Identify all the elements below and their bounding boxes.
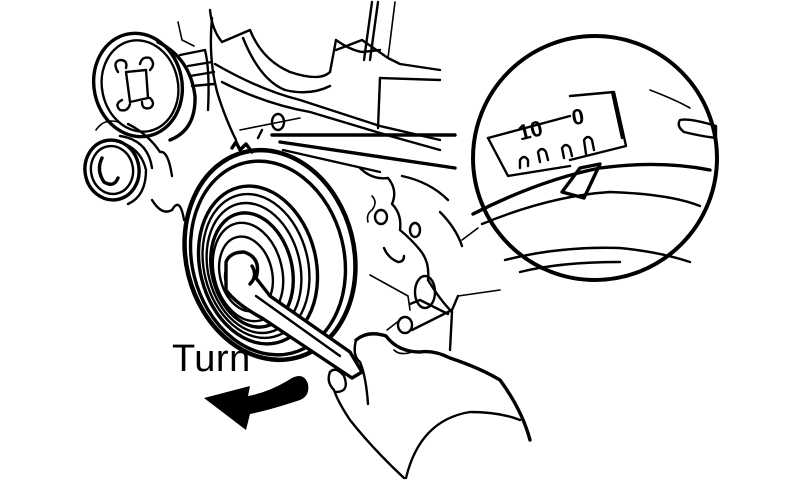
wrench [224,250,364,380]
engine-block [208,0,501,352]
idler-pulley [83,120,186,222]
timing-mark-inset: 10 0 [471,34,719,282]
crankshaft-pulley [182,128,358,363]
upper-left-pulley [91,21,216,142]
timing-mark-10: 10 [515,115,545,145]
turn-label: Turn [172,338,251,380]
timing-mark-0: 0 [570,103,586,130]
turn-arrow-icon [204,376,309,430]
hand [327,332,532,480]
